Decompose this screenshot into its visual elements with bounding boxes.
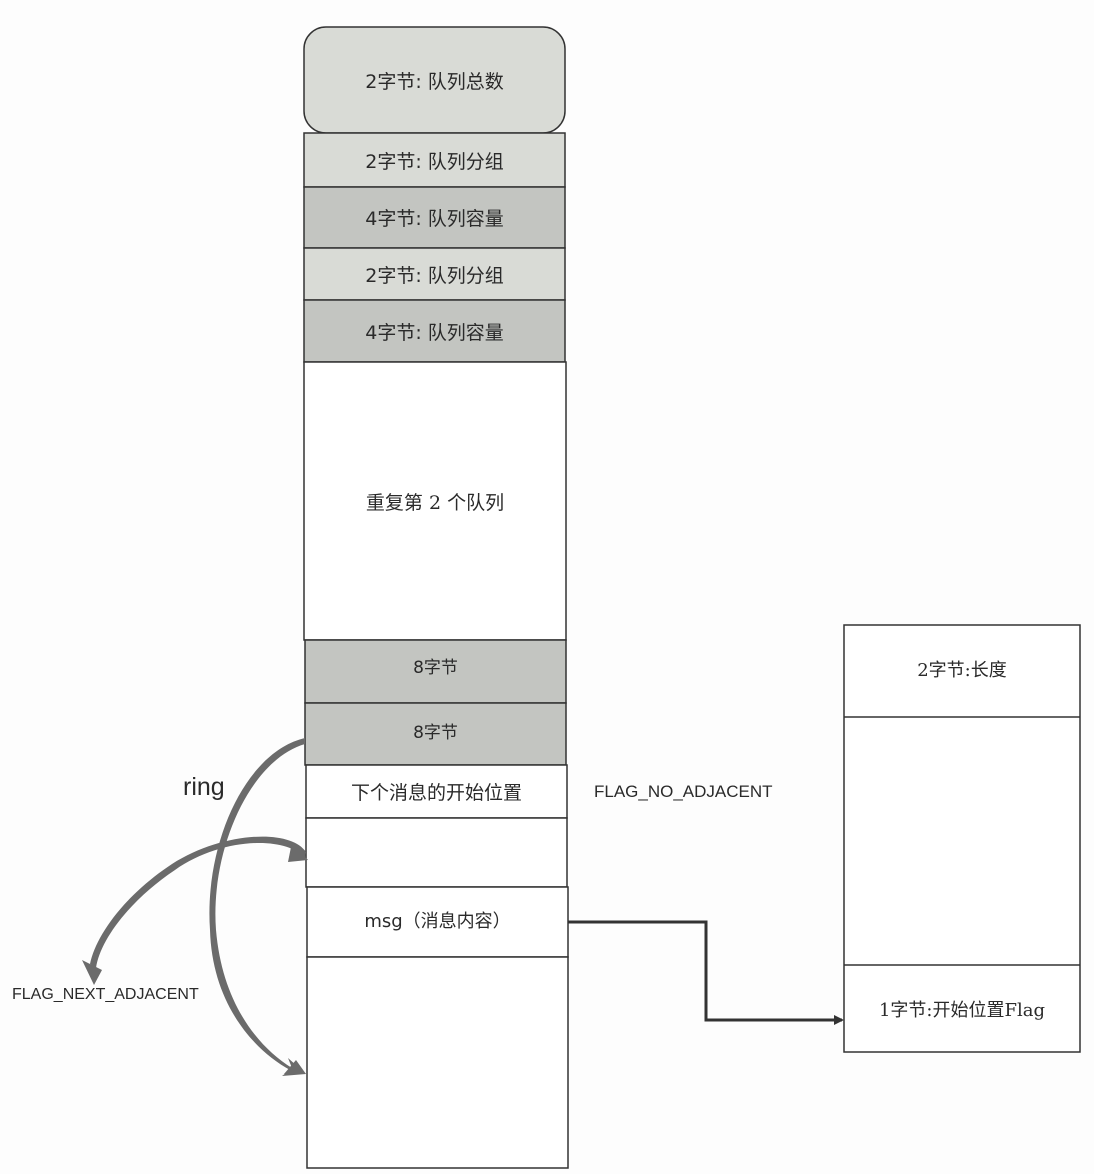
cell-queue-capacity-1 bbox=[303, 186, 566, 249]
cell-queue-capacity-2-label: 4字节: 队列容量 bbox=[365, 321, 504, 344]
cell-msg-label: msg（消息内容） bbox=[364, 911, 511, 932]
main-column bbox=[303, 26, 569, 1169]
cell-8-bytes-2-label: 8字节 bbox=[413, 723, 458, 743]
cell-next-msg-start-label: 下个消息的开始位置 bbox=[350, 782, 522, 804]
cell-queue-group-1-label: 2字节: 队列分组 bbox=[365, 150, 504, 173]
cell-queue-capacity-1-label: 4字节: 队列容量 bbox=[365, 208, 504, 230]
cell-bottom bbox=[306, 956, 569, 1169]
cell-empty bbox=[305, 817, 568, 888]
cell-queue-total-label: 2字节: 队列总数 bbox=[365, 70, 504, 93]
flag-next-adjacent-label: FLAG_NEXT_ADJACENT bbox=[12, 986, 199, 1003]
ring-arrow bbox=[209, 738, 306, 1076]
flag-no-adjacent-label: FLAG_NO_ADJACENT bbox=[594, 782, 773, 801]
cell-8-bytes-1-label: 8字节 bbox=[413, 657, 458, 678]
message-box bbox=[843, 624, 1081, 1053]
cell-msg bbox=[306, 886, 569, 958]
cell-queue-group-1 bbox=[303, 132, 566, 188]
cell-queue-group-2 bbox=[303, 247, 566, 301]
message-length-label: 2字节:长度 bbox=[917, 660, 1007, 681]
cell-repeat-queue-label: 重复第 2 个队列 bbox=[365, 491, 505, 514]
cell-queue-group-2-label: 2字节: 队列分组 bbox=[365, 264, 504, 287]
message-start-flag-label: 1字节:开始位置Flag bbox=[878, 999, 1046, 1021]
msg-connector-arrow bbox=[568, 920, 844, 1025]
cell-8-bytes-2 bbox=[304, 702, 567, 766]
next-adjacent-arrow bbox=[82, 836, 308, 985]
cell-next-msg-start bbox=[305, 764, 568, 819]
ring-label: ring bbox=[183, 773, 225, 801]
